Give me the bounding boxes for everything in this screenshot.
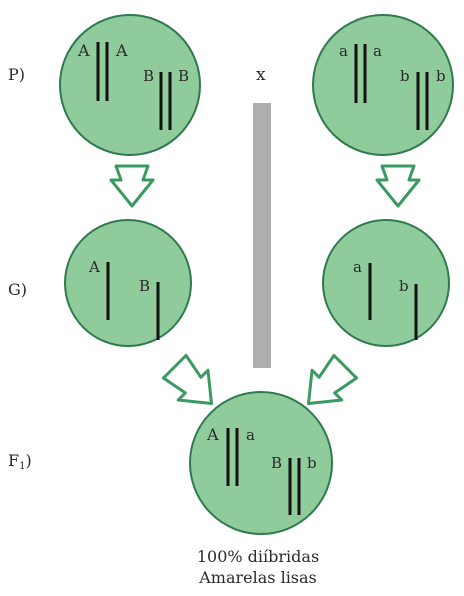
parent-left-circle [59, 14, 201, 156]
allele-label: B [271, 454, 282, 472]
allele-label: B [143, 67, 154, 85]
gamete-left-cell: A B [64, 219, 192, 347]
row-label-f1-paren: ) [25, 451, 31, 470]
row-label-f1-subscript: 1 [19, 461, 25, 472]
allele-label: a [246, 426, 255, 444]
parent-left-cell: A A B B [59, 14, 201, 156]
diagonal-arrow-icon-right [307, 353, 359, 405]
separator-bar [253, 103, 271, 368]
allele-label: A [77, 41, 90, 60]
gamete-right-circle [322, 219, 450, 347]
allele-label: a [339, 42, 348, 60]
down-arrow-icon-right [375, 164, 421, 208]
cross-symbol: x [256, 65, 266, 85]
allele-label: a [353, 258, 362, 276]
allele-label: b [399, 277, 409, 295]
diagonal-arrow-icon-left [161, 353, 213, 405]
result-line-2: Amarelas lisas [198, 568, 317, 587]
allele-label: b [307, 454, 317, 472]
row-label-f1-letter: F [8, 451, 19, 470]
row-label-p: P) [8, 65, 25, 84]
allele-label: b [436, 67, 446, 85]
parent-right-cell: a a b b [312, 14, 454, 156]
allele-label: a [373, 42, 382, 60]
down-arrow-icon-left [109, 164, 155, 208]
row-label-f1: F1) [8, 451, 32, 472]
gamete-right-cell: a b [322, 219, 450, 347]
gamete-left-circle [64, 219, 192, 347]
offspring-cell: A a B b [189, 391, 333, 535]
allele-label: B [178, 67, 189, 85]
parent-right-circle [312, 14, 454, 156]
allele-label: b [400, 67, 410, 85]
allele-label: A [88, 258, 100, 276]
result-line-1: 100% diíbridas [197, 547, 319, 566]
allele-label: B [139, 277, 150, 295]
allele-label: A [206, 425, 219, 444]
allele-label: A [115, 41, 128, 60]
offspring-circle [189, 391, 333, 535]
row-label-g: G) [8, 280, 27, 299]
